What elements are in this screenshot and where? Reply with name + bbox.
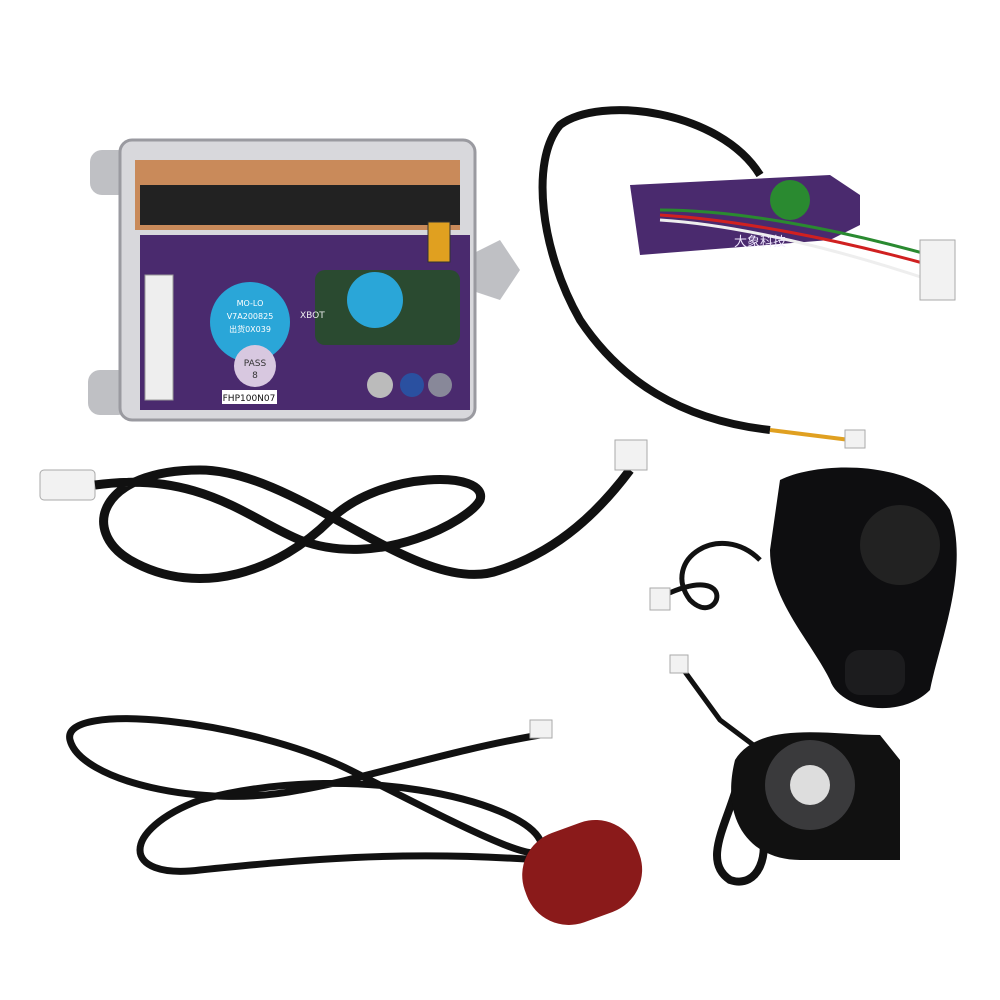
sticker-line1: MO-LO xyxy=(237,299,264,308)
headlight xyxy=(669,654,900,886)
model-label: FHP100N07 xyxy=(223,394,276,404)
sticker-line2: V7A200825 xyxy=(227,312,274,321)
throttle xyxy=(649,467,957,709)
pass-number: 8 xyxy=(252,371,258,381)
coiled-cable xyxy=(39,439,648,584)
sticker-line3: 出货0X039 xyxy=(229,324,271,334)
pass-label: PASS xyxy=(244,359,267,369)
controller-box: MO-LO V7A200825 出货0X039 PASS 8 XBOT FHP1… xyxy=(88,138,520,422)
board-text: XBOT xyxy=(300,311,325,321)
dashboard-board: 大象科技 xyxy=(538,106,956,449)
tail-light-cable xyxy=(66,715,643,925)
board-label: 大象科技 xyxy=(734,235,786,250)
